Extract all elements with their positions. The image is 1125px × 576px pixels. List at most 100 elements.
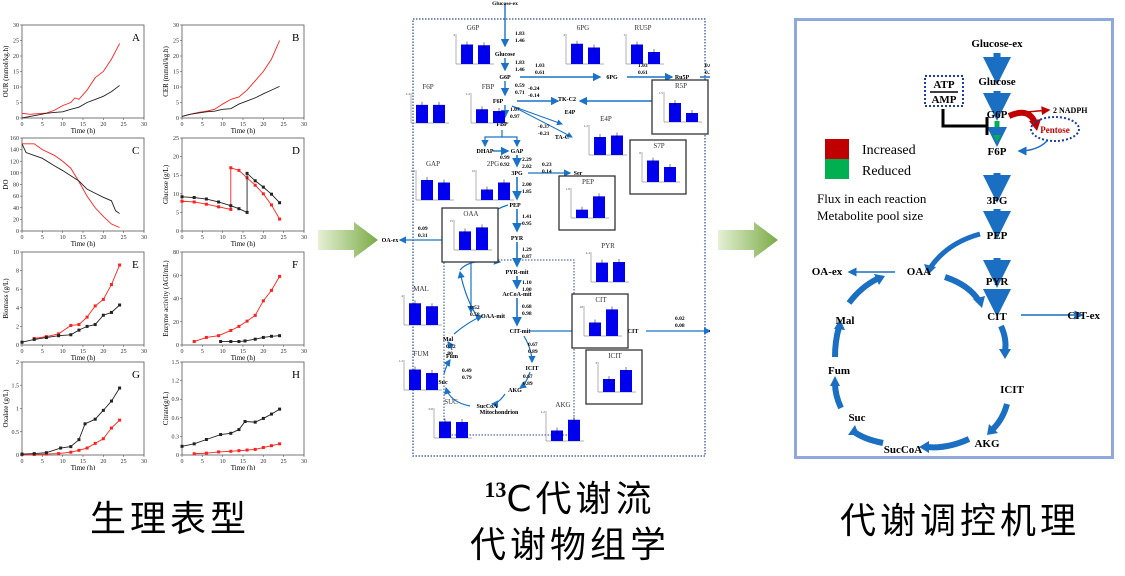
y-tick-label: 1 [16,407,19,413]
pool-ymax: 2.4 [411,169,416,173]
pool-bar [603,379,615,392]
node-e4p: E4P [565,110,576,116]
flux-arrow [519,371,531,389]
y-axis-label: DO [2,179,10,189]
x-tick-label: 0 [21,122,24,128]
pool-bar [459,231,471,250]
data-point-red [57,332,61,336]
flux-value-cit_icit: 0.89 [528,349,538,355]
x-tick-label: 30 [301,349,307,355]
data-point-red [278,274,282,278]
data-point-red [269,203,273,207]
data-point-red [269,288,273,292]
x-tick-label: 25 [121,235,127,241]
series-line-red [22,143,120,228]
y-tick-label: 2 [16,324,19,330]
data-point-red [229,328,233,332]
panel-letter: F [292,259,298,271]
data-point-black [32,337,36,341]
pool-chart-title: PYR [601,242,615,250]
data-point-black [261,416,265,420]
data-point-black [44,336,48,340]
flux-value-cit_citex: 0.02 [675,316,685,322]
mech-oaa: OAA [907,266,932,278]
data-point-black [192,196,196,200]
data-point-red [217,205,221,209]
mech-glucose-ex: Glucose-ex [971,38,1023,50]
data-point-red [93,304,97,308]
x-tick-label: 0 [181,349,184,355]
flux-value-pg6_ru5p: 1.03 [638,63,648,69]
node-succoa: SucCoA [476,404,498,410]
mech-g6p: G6P [987,109,1008,121]
pool-bar [551,430,563,441]
x-tick-label: 5 [201,349,204,355]
y-axis-label: Oxalate (g/L) [2,389,10,428]
legend-increased-swatch [825,139,849,159]
y-tick-label: 25 [13,39,19,45]
data-point-red [245,319,249,323]
data-point-black [269,412,273,416]
data-point-black [20,340,24,344]
pool-bar [611,135,623,155]
y-tick-label: 30 [13,23,19,29]
node-tkc2: TK-C2 [558,97,576,103]
y-tick-label: 15 [173,173,179,179]
flux-value-g6p_f6p: 0.59 [515,83,525,89]
plot-frame [181,24,305,119]
flux-value-glcex_glc: 1.46 [515,38,525,44]
x-tick-label: 20 [260,122,266,128]
flux-arrow [453,315,484,335]
x-tick-label: 30 [301,122,307,128]
x-tick-label: 0 [181,235,184,241]
series-line-black [181,85,280,117]
node-mito: Mitochondrion [480,410,519,416]
node-ser: Ser [574,171,583,177]
x-tick-label: 30 [141,349,147,355]
pool-chart-title: F6P [422,83,433,91]
pool-chart-title: PEP [582,178,594,186]
pool-bar [568,419,580,441]
x-tick-label: 5 [201,459,204,465]
pool-ymax: 16 [580,305,584,309]
y-tick-label: 60 [173,273,179,279]
node-pg6: 6PG [606,75,618,81]
flux-value-pep_pyr: 1.41 [522,214,532,220]
x-axis-label: Time (h) [231,240,256,248]
cell-boundary [412,18,706,457]
pentose-node [1030,116,1080,142]
data-point-black [237,428,241,432]
data-point-black [180,195,184,199]
data-point-black [180,444,184,448]
flux-value-oaa_oaex: 0.31 [418,233,428,239]
data-point-black [229,340,233,344]
data-point-black [204,197,208,201]
pool-chart-title: 6PG [577,24,589,32]
caption-flux-line1: 13C代谢流 [440,470,700,522]
flux-value-pg3_pep: 1.85 [522,189,532,195]
y-tick-label: 30 [173,23,179,29]
flux-arrow [447,341,455,351]
pool-bar [409,303,421,325]
series-line-black [181,408,280,447]
y-tick-label: 4 [16,306,19,312]
pool-bar [620,370,632,392]
flux-value-glcex_glc: 1.83 [515,31,525,37]
pool-bar [476,109,488,123]
data-point-black [278,334,282,338]
data-point-red [204,335,208,339]
node-cit: CIT [628,329,639,335]
data-point-red [217,450,221,454]
y-tick-label: 120 [10,159,19,165]
flux-value-mal_oaamit: 0.58 [470,312,480,318]
flux-value-g6p_6pg: 0.61 [535,70,545,76]
x-tick-label: 15 [240,122,246,128]
mech-fum: Fum [828,365,850,377]
